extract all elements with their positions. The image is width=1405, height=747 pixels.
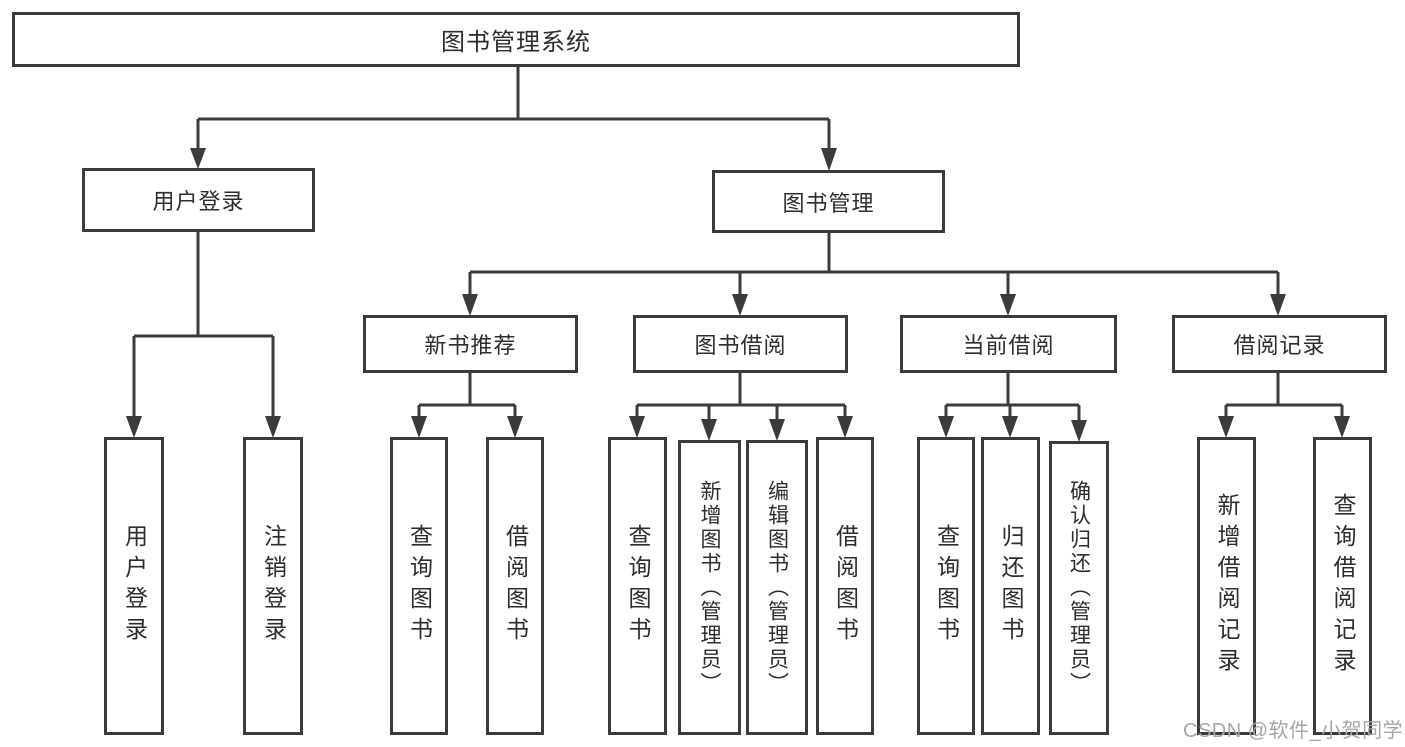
leaf-query-borrow-record: 查询借阅记录 (1313, 437, 1372, 735)
leaf-confirm-return-admin: 确认归还（管理员） (1049, 441, 1109, 735)
leaf-label: 编辑图书（管理员） (765, 479, 789, 696)
leaf-query-books-current: 查询图书 (917, 437, 975, 735)
leaf-label: 用户登录 (121, 524, 148, 648)
node-book-borrowing: 图书借阅 (633, 315, 848, 373)
leaf-logout-login: 注销登录 (243, 437, 303, 735)
leaf-add-book-admin: 新增图书（管理员） (678, 440, 741, 735)
leaf-label: 查询图书 (625, 524, 651, 648)
leaf-user-login: 用户登录 (104, 437, 164, 735)
leaf-label: 确认归还（管理员） (1067, 480, 1091, 696)
leaf-add-borrow-record: 新增借阅记录 (1197, 437, 1256, 735)
leaf-label: 查询图书 (933, 524, 960, 648)
node-new-book-recommendation: 新书推荐 (363, 315, 578, 373)
node-borrowing-records: 借阅记录 (1172, 315, 1387, 373)
node-root: 图书管理系统 (12, 12, 1020, 67)
node-book-management: 图书管理 (712, 170, 945, 233)
leaf-label: 借阅图书 (502, 524, 529, 648)
leaf-label: 新增图书（管理员） (698, 479, 721, 696)
leaf-label: 注销登录 (260, 524, 287, 648)
node-current-borrowing: 当前借阅 (900, 315, 1117, 373)
leaf-label: 查询借阅记录 (1330, 493, 1356, 679)
leaf-return-books: 归还图书 (981, 437, 1040, 735)
leaf-label: 查询图书 (406, 524, 433, 648)
leaf-borrow-books-recommend: 借阅图书 (486, 437, 544, 735)
leaf-label: 新增借阅记录 (1214, 493, 1240, 679)
watermark: CSDN @软件_小贺同学 (1183, 720, 1404, 742)
leaf-borrow-books: 借阅图书 (816, 437, 874, 735)
leaf-label: 借阅图书 (832, 524, 859, 648)
leaf-query-books-borrowing: 查询图书 (608, 437, 667, 735)
leaf-edit-book-admin: 编辑图书（管理员） (746, 440, 808, 735)
leaf-query-books-recommend: 查询图书 (390, 437, 448, 735)
node-user-login: 用户登录 (82, 168, 315, 232)
leaf-label: 归还图书 (998, 524, 1024, 648)
